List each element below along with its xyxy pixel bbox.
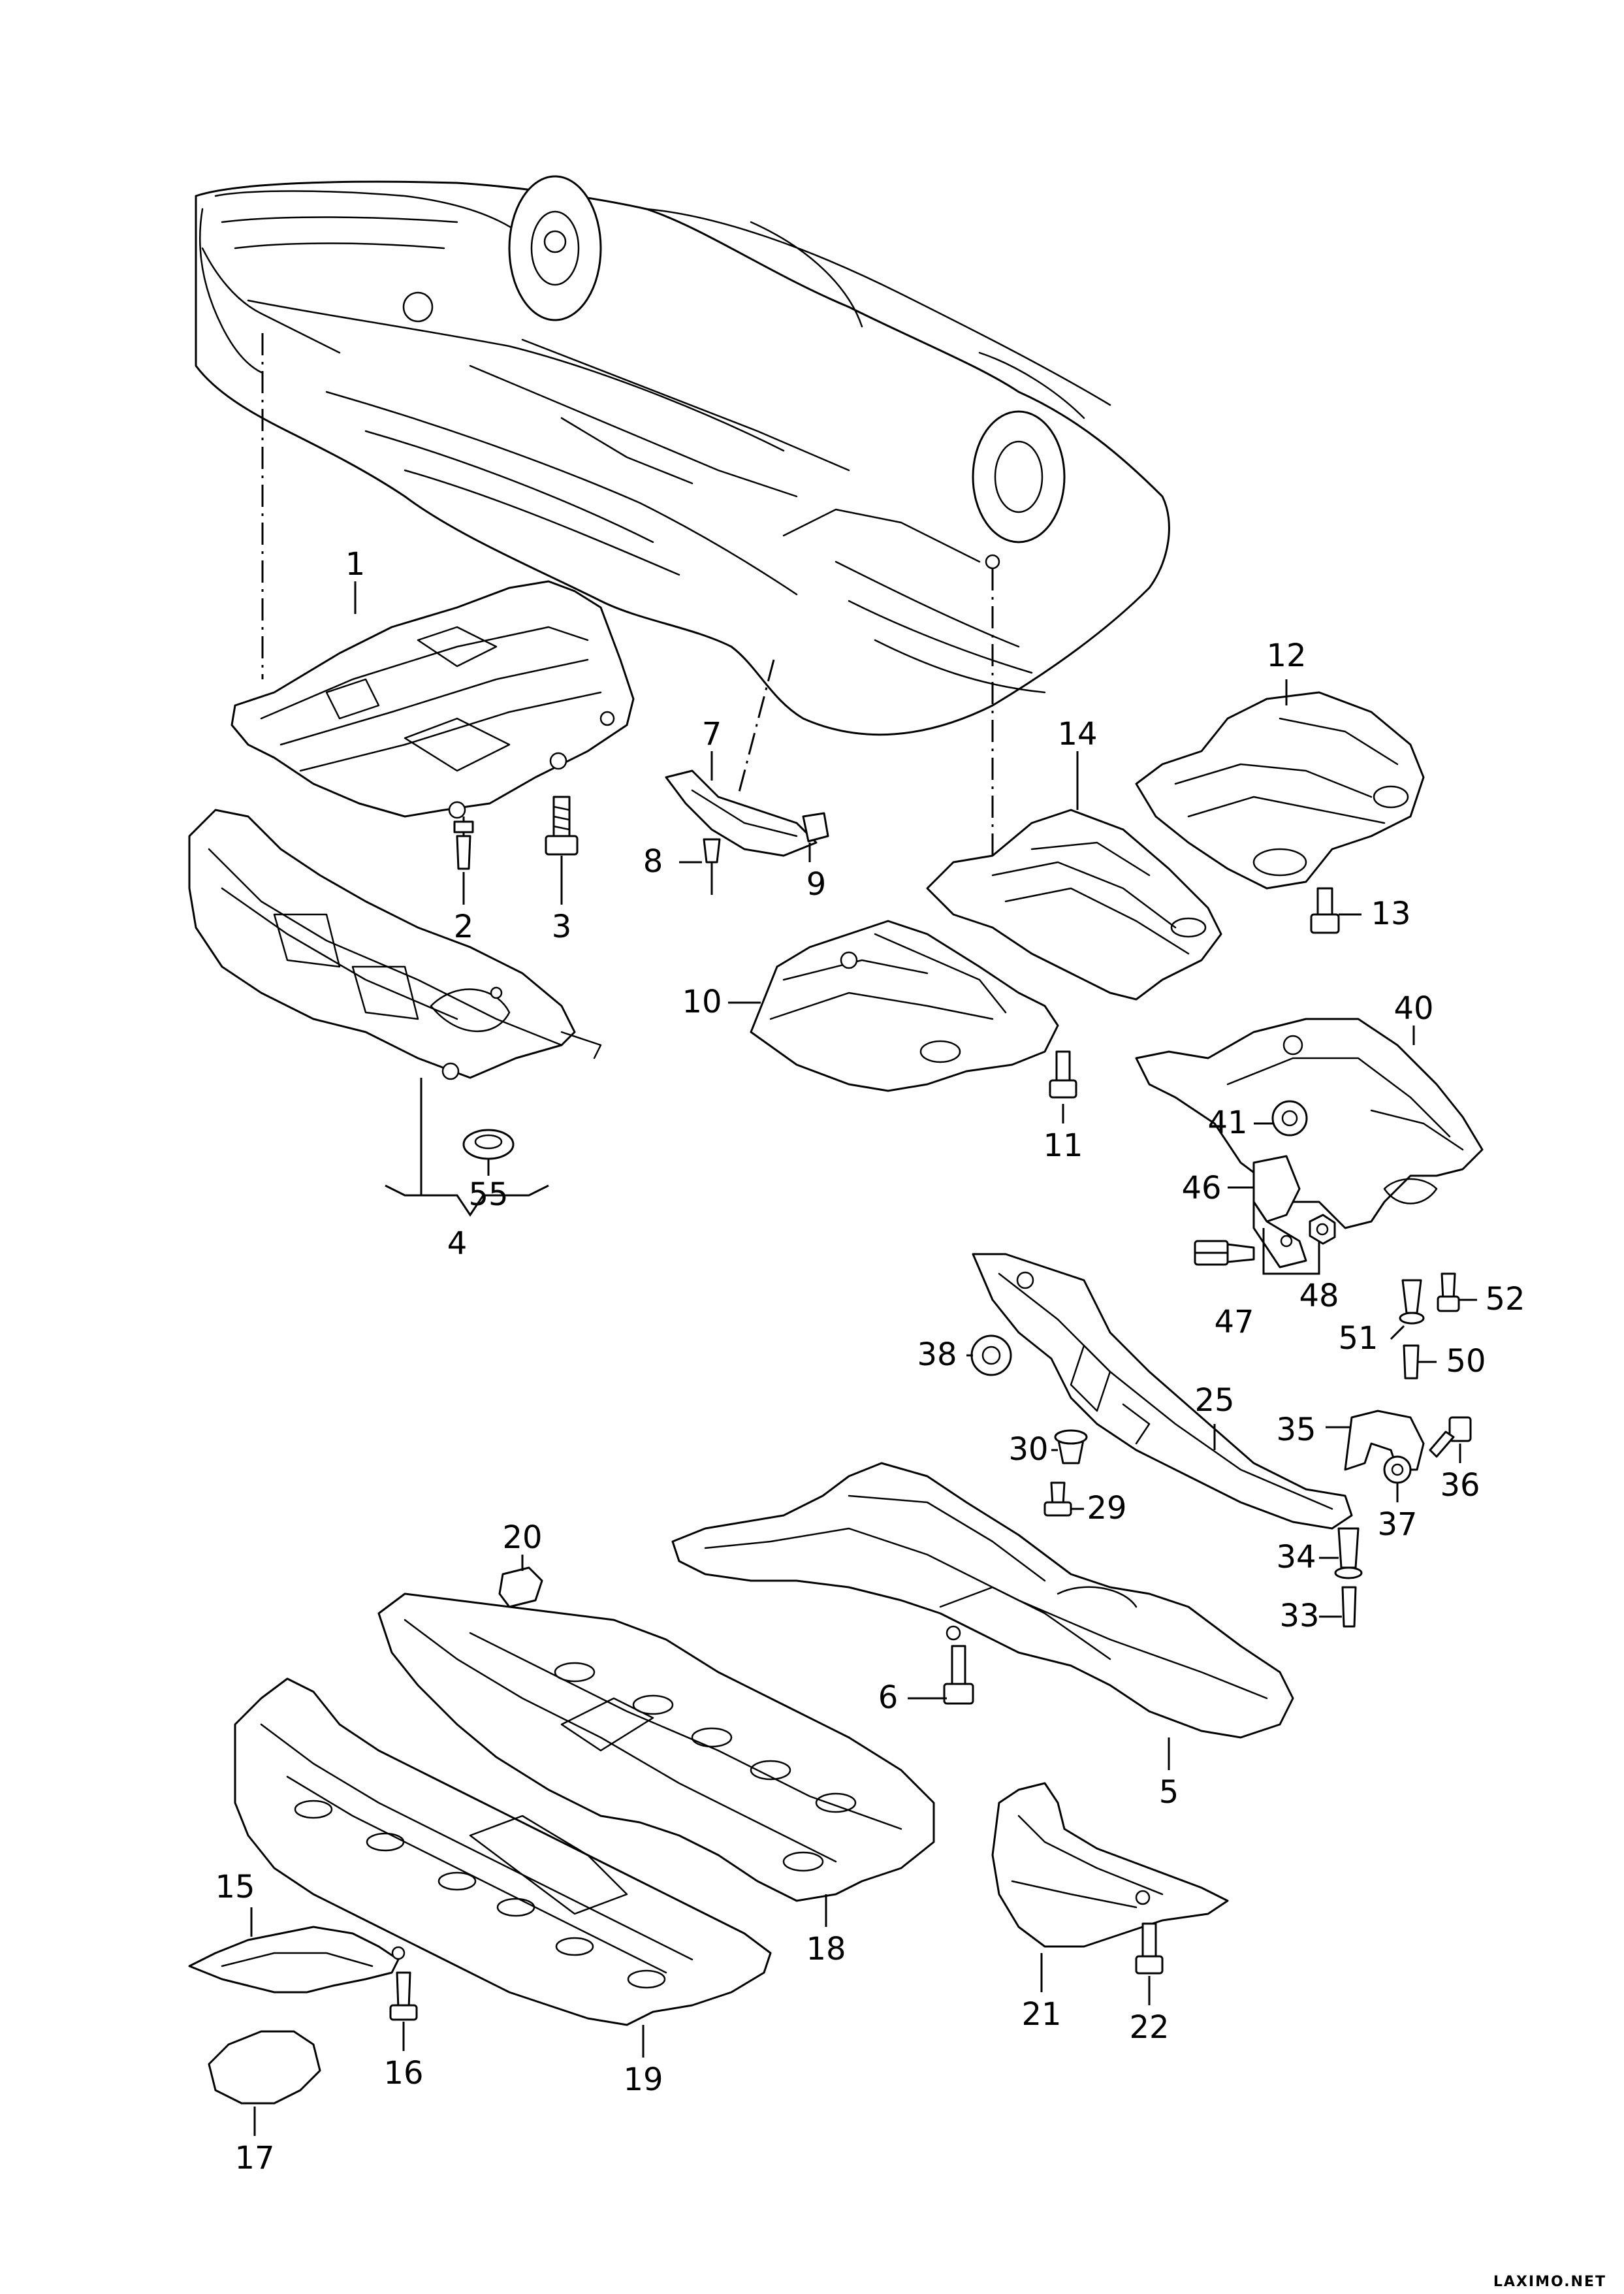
part-25-brace[interactable] <box>972 1253 1353 1530</box>
callout-22[interactable]: 22 <box>1129 2009 1169 2046</box>
part-5-underbody-shield[interactable] <box>671 1462 1294 1739</box>
callout-52[interactable]: 52 <box>1485 1281 1525 1317</box>
callout-4[interactable]: 4 <box>447 1225 468 1262</box>
leader-lines <box>250 581 1477 2136</box>
callout-16[interactable]: 16 <box>383 2055 423 2092</box>
callout-8[interactable]: 8 <box>643 843 663 880</box>
callout-3[interactable]: 3 <box>552 909 572 945</box>
callout-47[interactable]: 47 <box>1214 1304 1254 1340</box>
callout-30[interactable]: 30 <box>1008 1431 1048 1468</box>
part-35-bracket[interactable] <box>1344 1410 1425 1471</box>
callout-20[interactable]: 20 <box>502 1519 542 1556</box>
callout-33[interactable]: 33 <box>1279 1598 1319 1634</box>
part-8-rivet[interactable] <box>703 838 721 895</box>
callout-41[interactable]: 41 <box>1207 1105 1247 1141</box>
part-6-bolt[interactable] <box>943 1645 974 1705</box>
callout-12[interactable]: 12 <box>1266 638 1306 674</box>
watermark-logo: LAXIMO.NET <box>1493 2274 1606 2290</box>
assembly-lines <box>261 333 994 862</box>
callout-55[interactable]: 55 <box>468 1176 508 1213</box>
callout-17[interactable]: 17 <box>234 2140 274 2176</box>
part-21-shield[interactable] <box>991 1782 1229 1948</box>
callout-11[interactable]: 11 <box>1043 1127 1083 1164</box>
callout-15[interactable]: 15 <box>215 1869 255 1905</box>
part-46-bracket[interactable] <box>1252 1155 1307 1268</box>
part-12-heat-shield[interactable] <box>1135 691 1425 890</box>
callout-6[interactable]: 6 <box>878 1679 899 1716</box>
callout-40[interactable]: 40 <box>1393 990 1433 1027</box>
callout-46[interactable]: 46 <box>1181 1170 1221 1206</box>
callout-5[interactable]: 5 <box>1159 1774 1179 1811</box>
callout-51[interactable]: 51 <box>1338 1320 1378 1357</box>
callout-34[interactable]: 34 <box>1276 1539 1316 1575</box>
part-13-bolt[interactable] <box>1310 887 1340 934</box>
part-37-nut[interactable] <box>1383 1455 1412 1484</box>
part-15-bracket[interactable] <box>188 1926 406 1994</box>
callout-25[interactable]: 25 <box>1194 1382 1234 1419</box>
callout-13[interactable]: 13 <box>1371 896 1410 932</box>
part-48-nut[interactable] <box>1309 1214 1336 1245</box>
callout-37[interactable]: 37 <box>1377 1506 1417 1543</box>
part-38-nut[interactable] <box>970 1334 1012 1376</box>
callout-29[interactable]: 29 <box>1087 1490 1126 1527</box>
callout-7[interactable]: 7 <box>702 716 722 752</box>
part-33-screw[interactable] <box>1341 1586 1357 1628</box>
part-19-underbody-panel[interactable] <box>234 1677 772 2026</box>
part-51-clip[interactable] <box>1399 1279 1425 1325</box>
part-10-heat-shield[interactable] <box>750 920 1059 1092</box>
vehicle-underbody <box>195 175 1170 736</box>
part-20-clip[interactable] <box>498 1566 543 1608</box>
part-11-bolt[interactable] <box>1049 1050 1077 1099</box>
part-34-clip[interactable] <box>1334 1527 1363 1579</box>
part-14-heat-shield[interactable] <box>926 809 1222 1001</box>
part-36-bolt[interactable] <box>1429 1416 1472 1458</box>
callout-38[interactable]: 38 <box>917 1336 957 1373</box>
part-9-clip[interactable] <box>802 812 829 843</box>
callout-21[interactable]: 21 <box>1021 1996 1061 2033</box>
part-29-screw[interactable] <box>1043 1481 1072 1517</box>
part-17-pad[interactable] <box>208 2030 321 2105</box>
callout-9[interactable]: 9 <box>806 866 827 903</box>
part-7-bracket[interactable] <box>665 769 818 857</box>
callout-19[interactable]: 19 <box>623 2061 663 2098</box>
part-1-noise-insulation-tray[interactable] <box>231 580 635 819</box>
part-4-underbody-shield[interactable] <box>188 809 602 1080</box>
callout-50[interactable]: 50 <box>1446 1343 1486 1380</box>
callout-18[interactable]: 18 <box>806 1931 846 1967</box>
part-55-clip[interactable] <box>462 1129 515 1160</box>
callout-2[interactable]: 2 <box>454 909 474 945</box>
part-41-nut[interactable] <box>1271 1100 1308 1137</box>
callout-1[interactable]: 1 <box>345 546 366 583</box>
part-18-underbody-panel[interactable] <box>377 1592 935 1902</box>
callout-10[interactable]: 10 <box>682 984 722 1020</box>
callout-14[interactable]: 14 <box>1057 716 1097 752</box>
part-16-screw[interactable] <box>389 1971 418 2021</box>
callout-35[interactable]: 35 <box>1276 1412 1316 1448</box>
part-3-bolt[interactable] <box>545 796 579 856</box>
part-40-heat-shield[interactable] <box>1135 1018 1484 1229</box>
part-50-screw[interactable] <box>1403 1344 1420 1380</box>
part-22-screw[interactable] <box>1135 1922 1164 1975</box>
callout-48[interactable]: 48 <box>1299 1278 1339 1314</box>
part-52-screw[interactable] <box>1437 1272 1460 1312</box>
part-30-clip[interactable] <box>1054 1429 1088 1464</box>
part-2-screw[interactable] <box>453 816 474 870</box>
callout-36[interactable]: 36 <box>1440 1467 1480 1504</box>
